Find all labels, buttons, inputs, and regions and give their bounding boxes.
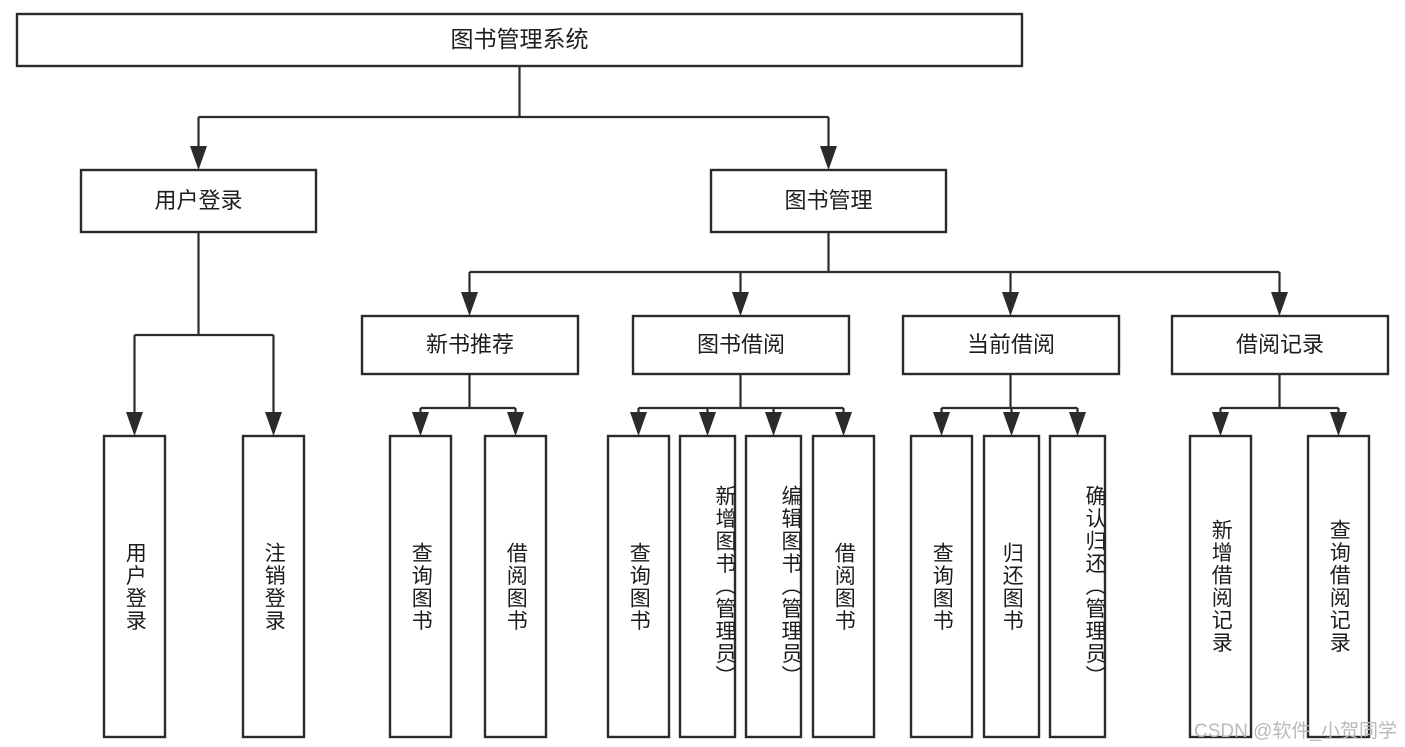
leaf-borrow-book-1-box[interactable]	[483, 434, 548, 739]
node-book-manage[interactable]: 图书管理	[709, 168, 948, 234]
node-book-borrow-box[interactable]	[631, 314, 851, 376]
connector-group-book-manage	[461, 232, 1288, 316]
arrow-cb-to-leaf2	[1003, 412, 1020, 436]
node-book-borrow[interactable]: 图书借阅	[631, 314, 851, 376]
arrow-bm-to-new-book	[461, 292, 478, 316]
node-root-label: 图书管理系统	[451, 26, 589, 52]
node-new-book-rec[interactable]: 新书推荐	[360, 314, 580, 376]
arrow-root-to-book-manage	[820, 146, 837, 170]
arrow-bb-to-leaf4	[835, 412, 852, 436]
node-book-manage-label: 图书管理	[784, 188, 872, 213]
leaf-return-book-box[interactable]	[982, 434, 1041, 739]
leaf-return-book[interactable]	[982, 434, 1041, 739]
arrow-ul-to-leaf1	[126, 412, 143, 436]
leaf-query-book-2[interactable]	[606, 434, 671, 739]
node-root-box[interactable]	[15, 12, 1024, 68]
leaf-borrow-book-1[interactable]	[483, 434, 548, 739]
leaf-add-record-box[interactable]	[1188, 434, 1253, 739]
leaf-box-group	[102, 434, 1371, 739]
watermark-text: CSDN @软件_小贺同学	[1194, 721, 1397, 742]
node-book-manage-box[interactable]	[709, 168, 948, 234]
leaf-confirm-return-box[interactable]	[1048, 434, 1107, 739]
node-borrow-record-label: 借阅记录	[1236, 332, 1324, 357]
leaf-query-book-1-box[interactable]	[388, 434, 453, 739]
node-user-login[interactable]: 用户登录	[79, 168, 318, 234]
node-new-book-rec-label: 新书推荐	[426, 332, 514, 357]
node-user-login-label: 用户登录	[154, 188, 242, 213]
node-user-login-box[interactable]	[79, 168, 318, 234]
arrow-bb-to-leaf3	[765, 412, 782, 436]
arrow-nbr-to-leaf1	[412, 412, 429, 436]
leaf-logout-box[interactable]	[241, 434, 306, 739]
leaf-query-record-box[interactable]	[1306, 434, 1371, 739]
arrow-bb-to-leaf2	[699, 412, 716, 436]
connector-group-root	[190, 66, 837, 170]
arrow-nbr-to-leaf2	[507, 412, 524, 436]
connector-group-current-borrow	[933, 374, 1086, 436]
arrow-cb-to-leaf3	[1069, 412, 1086, 436]
leaf-edit-book[interactable]	[744, 434, 803, 739]
leaf-query-book-2-box[interactable]	[606, 434, 671, 739]
node-borrow-record[interactable]: 借阅记录	[1170, 314, 1390, 376]
node-new-book-rec-box[interactable]	[360, 314, 580, 376]
leaf-confirm-return[interactable]	[1048, 434, 1107, 739]
arrow-cb-to-leaf1	[933, 412, 950, 436]
node-current-borrow[interactable]: 当前借阅	[901, 314, 1121, 376]
arrow-ul-to-leaf2	[265, 412, 282, 436]
connector-group-new-book-rec	[412, 374, 524, 436]
leaf-borrow-book-2-box[interactable]	[811, 434, 876, 739]
node-current-borrow-label: 当前借阅	[967, 332, 1055, 357]
leaf-edit-book-box[interactable]	[744, 434, 803, 739]
leaf-add-record[interactable]	[1188, 434, 1253, 739]
node-borrow-record-box[interactable]	[1170, 314, 1390, 376]
connector-group-user-login	[126, 232, 282, 436]
leaf-user-login-box[interactable]	[102, 434, 167, 739]
arrow-br-to-leaf1	[1212, 412, 1229, 436]
connector-group-book-borrow	[630, 374, 852, 436]
arrow-root-to-user-login	[190, 146, 207, 170]
leaf-logout[interactable]	[241, 434, 306, 739]
node-current-borrow-box[interactable]	[901, 314, 1121, 376]
node-book-borrow-label: 图书借阅	[697, 332, 785, 357]
leaf-add-book[interactable]	[678, 434, 737, 739]
leaf-user-login[interactable]	[102, 434, 167, 739]
leaf-query-record[interactable]	[1306, 434, 1371, 739]
arrow-bb-to-leaf1	[630, 412, 647, 436]
arrow-bm-to-current-borrow	[1002, 292, 1019, 316]
leaf-query-book-3-box[interactable]	[909, 434, 974, 739]
leaf-add-book-box[interactable]	[678, 434, 737, 739]
node-root[interactable]: 图书管理系统	[15, 12, 1024, 68]
arrow-br-to-leaf2	[1330, 412, 1347, 436]
leaf-query-book-3[interactable]	[909, 434, 974, 739]
leaf-query-book-1[interactable]	[388, 434, 453, 739]
leaf-borrow-book-2[interactable]	[811, 434, 876, 739]
arrow-bm-to-book-borrow	[732, 292, 749, 316]
connector-group-borrow-record	[1212, 374, 1347, 436]
arrow-bm-to-borrow-record	[1271, 292, 1288, 316]
